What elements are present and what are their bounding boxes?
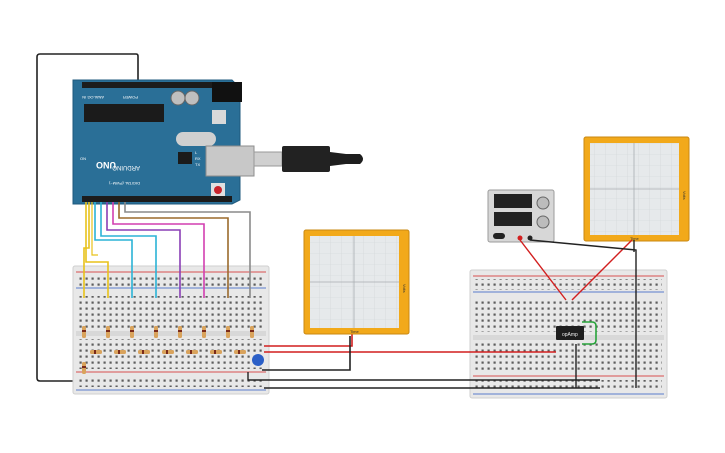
resistor-band bbox=[238, 350, 240, 354]
resistor-band bbox=[178, 330, 182, 332]
resistor-band bbox=[166, 350, 168, 354]
wire-cyan-2[interactable] bbox=[100, 202, 157, 298]
wire-black-scope1[interactable] bbox=[262, 336, 351, 371]
scope1-time-label: Time bbox=[350, 329, 360, 334]
capacitor[interactable] bbox=[252, 354, 264, 366]
wire-black-loop[interactable] bbox=[36, 53, 139, 382]
wire-yellow-3[interactable] bbox=[91, 202, 98, 256]
usb-cable[interactable] bbox=[253, 146, 363, 172]
resistor-band bbox=[82, 366, 86, 368]
resistor-ladder[interactable] bbox=[82, 326, 254, 374]
arduino-analog-label: ANALOG IN bbox=[82, 95, 104, 100]
resistor-band bbox=[226, 330, 230, 332]
arduino-power-label: POWER bbox=[123, 95, 138, 100]
scope2-time-label: Time bbox=[630, 236, 640, 241]
resistor-band bbox=[190, 350, 192, 354]
resistor-band bbox=[142, 350, 144, 354]
oscilloscope-2[interactable]: Time Volts bbox=[583, 136, 690, 242]
arduino-l-label: L bbox=[195, 150, 198, 155]
wire-cyan-1[interactable] bbox=[94, 202, 133, 298]
wire-brown[interactable] bbox=[118, 202, 229, 298]
resistor-band bbox=[130, 330, 134, 332]
wire-yellow-2[interactable] bbox=[83, 202, 90, 298]
arduino-digital-label: DIGITAL (PWM~) bbox=[108, 181, 140, 186]
arduino-brand-label: ARDUINO bbox=[112, 164, 140, 170]
wire-green-feedback[interactable] bbox=[582, 321, 597, 345]
wire-red-to-opamp[interactable] bbox=[264, 332, 353, 347]
resistor-band bbox=[82, 330, 86, 332]
wire-gray[interactable] bbox=[124, 202, 251, 298]
wire-black-ground[interactable] bbox=[247, 372, 600, 381]
wire-black-psu[interactable] bbox=[529, 239, 637, 388]
scope1-volts-label: Volts bbox=[402, 284, 407, 293]
resistor-band bbox=[106, 330, 110, 332]
wire-purple[interactable] bbox=[106, 202, 181, 298]
resistor-band bbox=[118, 350, 120, 354]
oscilloscope-1[interactable]: Time Volts bbox=[303, 229, 410, 335]
wire-magenta[interactable] bbox=[112, 202, 205, 298]
resistor-band bbox=[154, 330, 158, 332]
opamp-chip[interactable]: opAmp bbox=[556, 326, 584, 340]
wire-red-psu[interactable] bbox=[519, 239, 567, 301]
wire-red-scope2[interactable] bbox=[571, 239, 633, 301]
resistor-band bbox=[202, 330, 206, 332]
resistor-band bbox=[250, 330, 254, 332]
arduino-on-label: ON bbox=[80, 156, 86, 161]
wire-yellow[interactable] bbox=[85, 202, 109, 298]
arduino-uno[interactable]: ARDUINO UNO DIGITAL (PWM~) POWER ANALOG … bbox=[72, 79, 255, 205]
resistor-band bbox=[214, 350, 216, 354]
power-supply[interactable] bbox=[487, 189, 555, 243]
arduino-tx-label: TX bbox=[195, 162, 200, 167]
arduino-rx-label: RX bbox=[195, 156, 201, 161]
scope2-volts-label: Volts bbox=[682, 191, 687, 200]
breadboard-left[interactable] bbox=[72, 265, 270, 395]
resistor-band bbox=[94, 350, 96, 354]
arduino-model-label: UNO bbox=[96, 160, 116, 170]
opamp-label: opAmp bbox=[562, 332, 578, 338]
